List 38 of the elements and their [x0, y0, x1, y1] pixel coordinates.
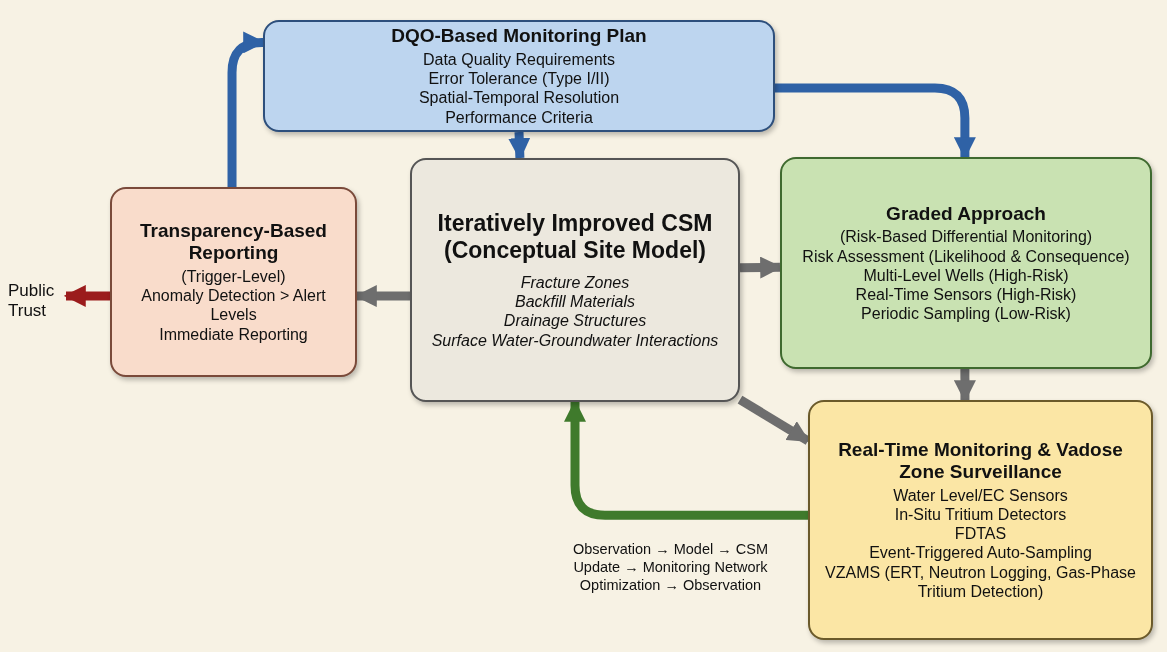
- box-text: Error Tolerance (Type I/II): [428, 69, 610, 89]
- box-text: Multi-Level Wells (High-Risk): [863, 265, 1069, 285]
- box-title: Real-Time Monitoring & Vadose Zone Surveillance: [837, 439, 1124, 483]
- box-title: Iteratively Improved CSM (Conceptual Site Model): [436, 210, 714, 264]
- process-box: [110, 187, 357, 377]
- box-text: Fracture Zones: [520, 273, 630, 293]
- box-title: Transparency-Based Reporting: [139, 220, 328, 264]
- box-text: VZAMS (ERT, Neutron Logging, Gas-Phase Tritium Detection): [824, 562, 1137, 601]
- box-text: Backfill Materials: [515, 292, 635, 312]
- box-text: Real-Time Sensors (High-Risk): [855, 285, 1077, 305]
- box-text: In-Situ Tritium Detectors: [894, 504, 1067, 525]
- process-box: [263, 20, 775, 132]
- box-text: Surface Water-Groundwater Interactions: [431, 330, 719, 350]
- box-text: Drainage Structures: [503, 311, 647, 331]
- box-text: Data Quality Requirements: [422, 50, 616, 70]
- box-text: Risk Assessment (Likelihood & Consequence): [802, 246, 1130, 266]
- arrow: [953, 369, 976, 403]
- edge-label: Observation → Model → CSM Update → Monitoring Network Optimization → Observation: [572, 540, 769, 595]
- box-text: Water Level/EC Sensors: [893, 485, 1068, 505]
- box-text: FDTAS: [954, 524, 1007, 544]
- box-text: Event-Triggered Auto-Sampling: [869, 543, 1092, 563]
- process-box: [808, 400, 1153, 640]
- box-text: Periodic Sampling (Low-Risk): [861, 304, 1071, 324]
- process-box: [780, 157, 1152, 369]
- box-text: Spatial-Temporal Resolution: [418, 88, 620, 108]
- arrow: [63, 284, 110, 307]
- box-text: Performance Criteria: [445, 107, 593, 127]
- box-text: (Risk-Based Differential Monitoring): [839, 227, 1093, 247]
- arrow: [775, 83, 976, 160]
- box-title: Graded Approach: [886, 202, 1046, 225]
- process-box: [410, 158, 740, 402]
- node-text: Public Trust: [8, 281, 66, 322]
- box-text: (Trigger-Level): [181, 266, 286, 287]
- box-text: Immediate Reporting: [159, 324, 308, 344]
- box-text: Anomaly Detection > Alert Levels: [140, 286, 327, 325]
- arrow: [564, 399, 808, 520]
- arrow: [508, 131, 531, 161]
- box-title: DQO-Based Monitoring Plan: [391, 25, 647, 48]
